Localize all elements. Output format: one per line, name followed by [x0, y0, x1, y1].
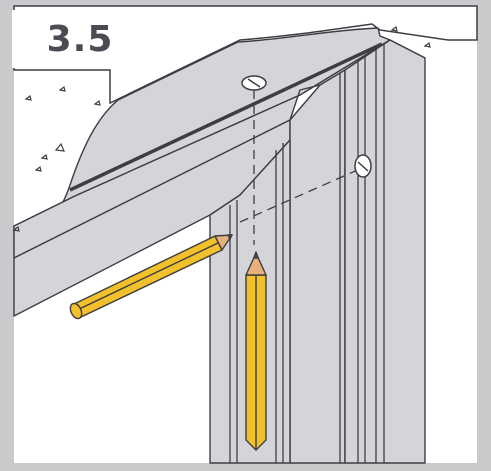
step-number: 3.5: [46, 18, 114, 60]
screw-icon: [241, 75, 372, 178]
plaster-texture: [12, 25, 431, 232]
pencil-icon: [245, 251, 267, 451]
pencil-icon: [69, 234, 233, 320]
header-groove: [69, 42, 383, 192]
miter-joint: [289, 69, 346, 464]
post-right-face: [344, 39, 426, 464]
post-profile-lines: [229, 44, 385, 463]
step-badge: 3.5: [12, 10, 148, 68]
dashed-guide-line: [239, 90, 363, 245]
